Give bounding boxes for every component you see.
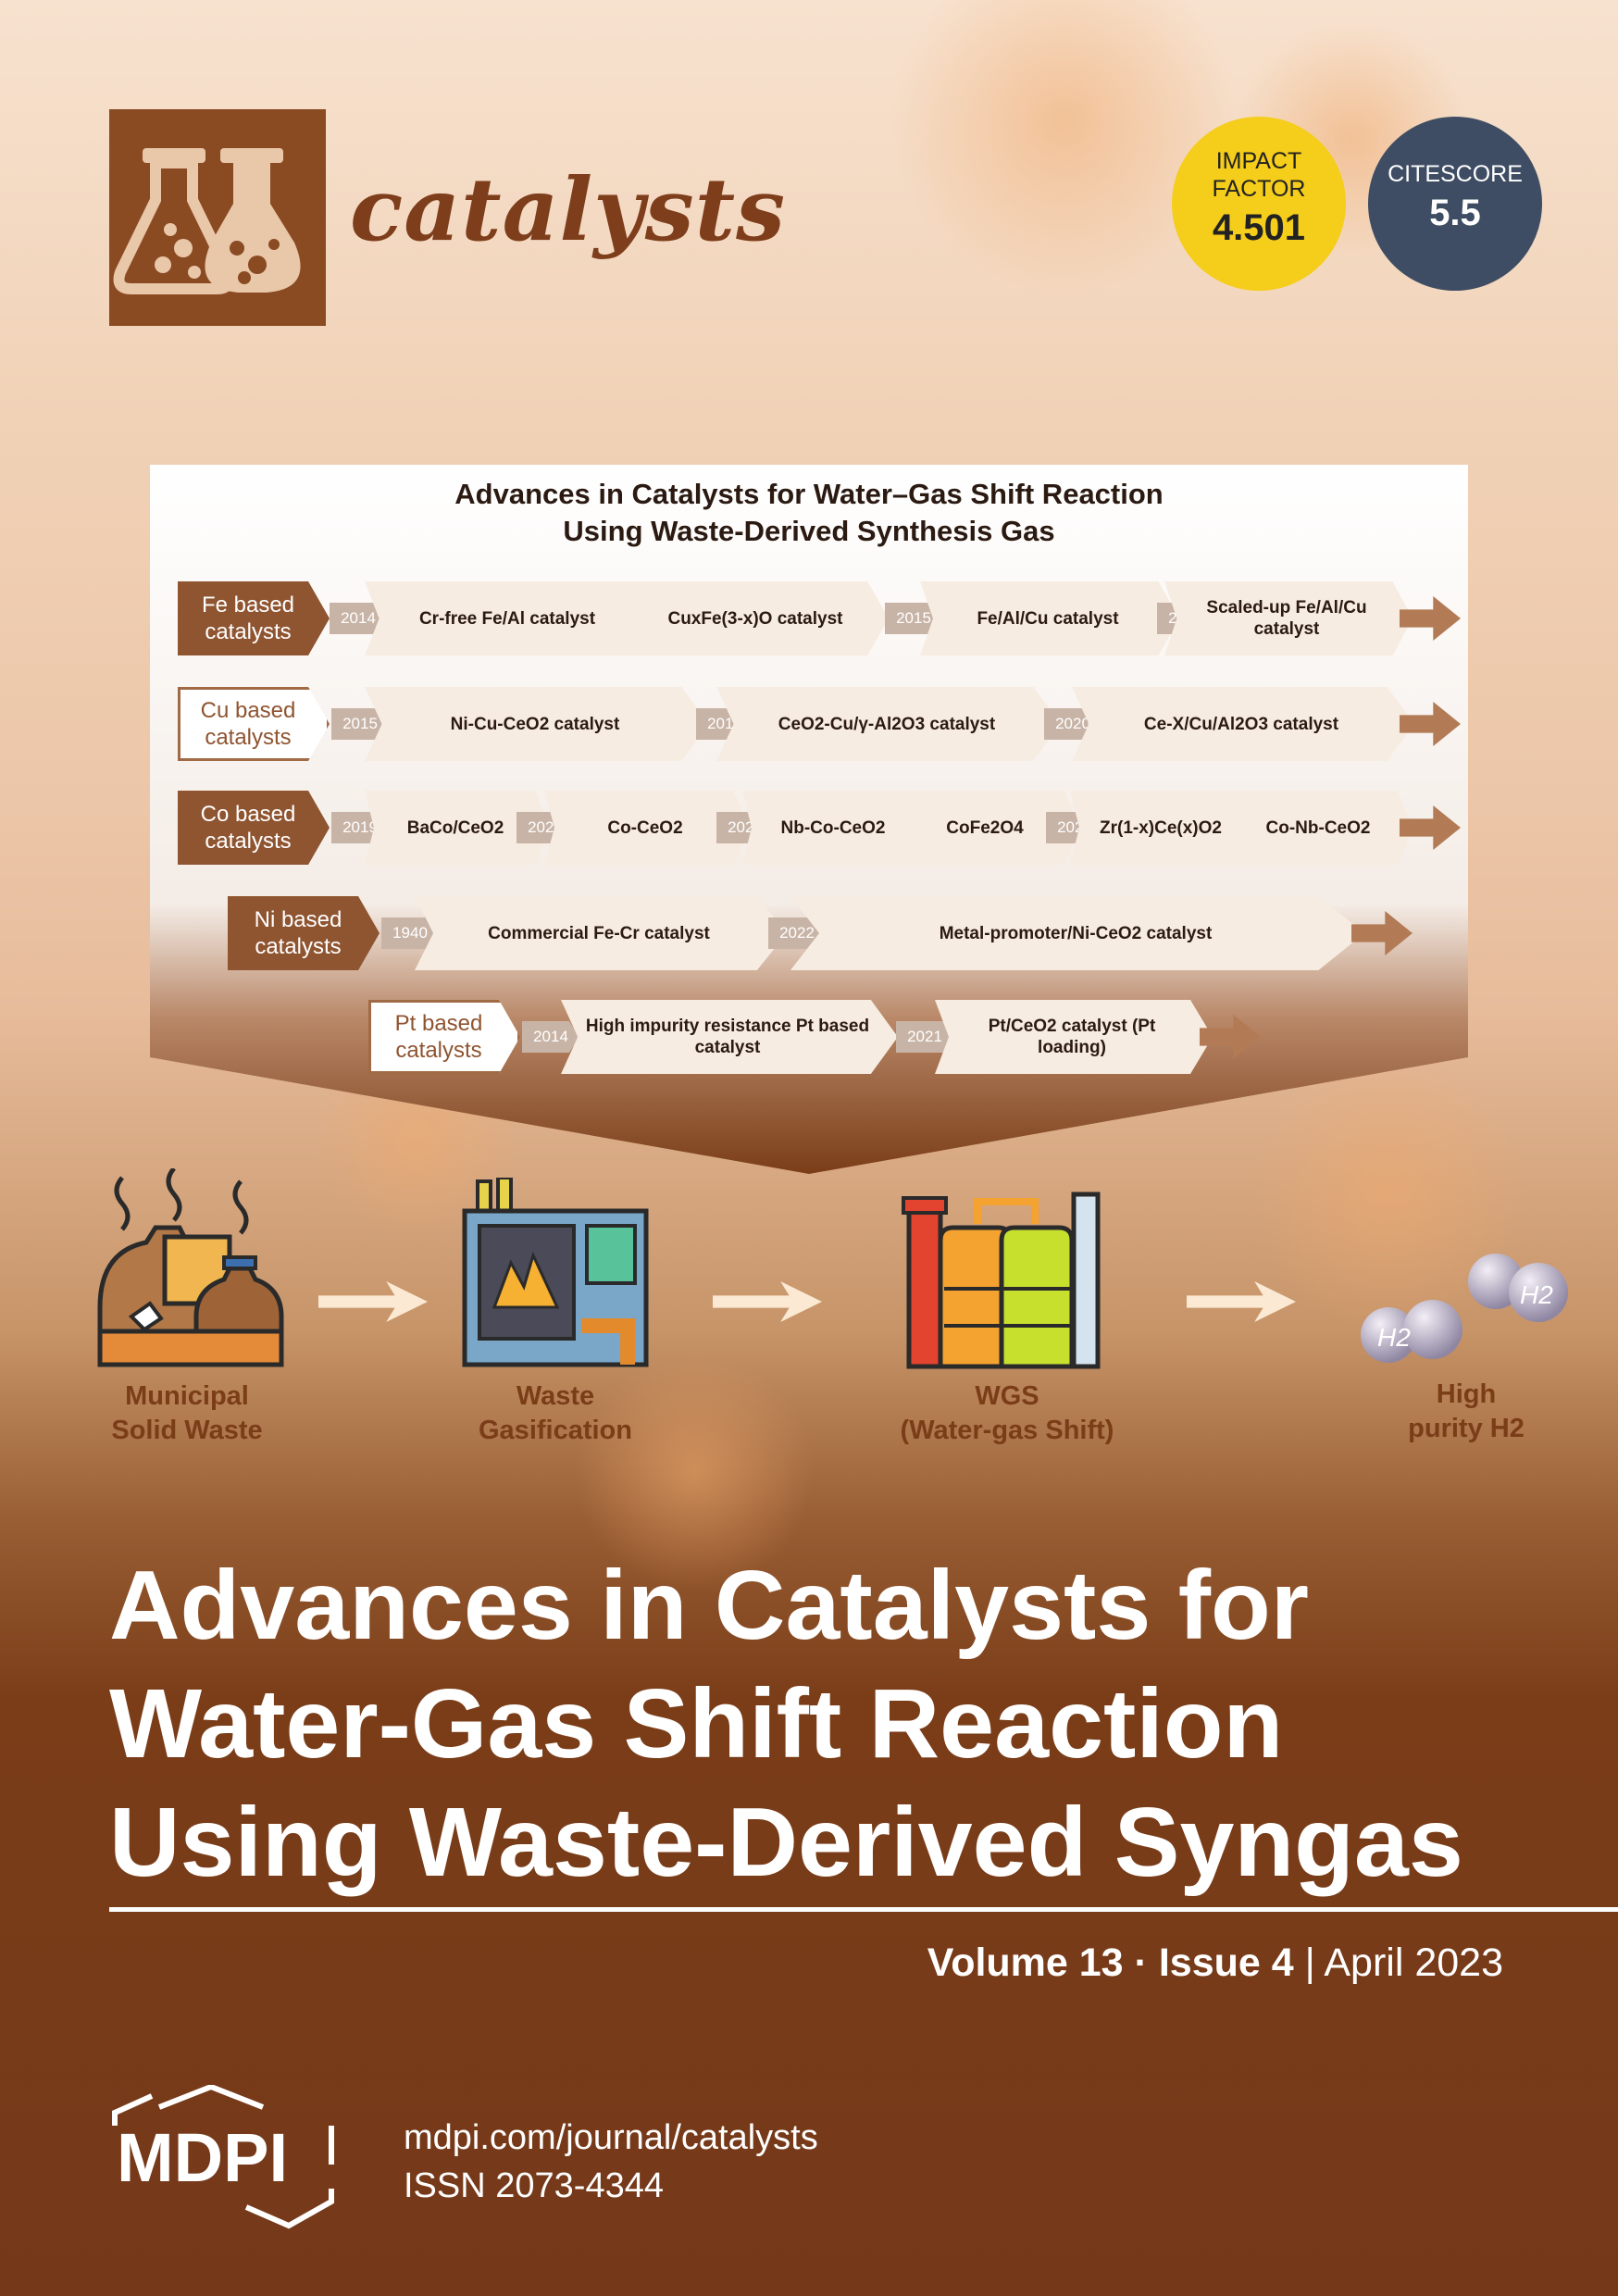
cover-headline: Advances in Catalysts for Water-Gas Shif… [109,1546,1553,1902]
step-label: Fe/Al/Cu catalyst [977,608,1119,629]
mdpi-wordmark: MDPI [117,2119,288,2196]
h2-symbol: H2 [1520,1280,1553,1309]
category-co: Co based catalysts [178,791,330,865]
process-line: Gasification [479,1416,632,1445]
step-label: CoFe2O4 [946,817,1024,838]
citescore-label: CITESCORE [1388,161,1523,187]
step-label: Zr(1-x)Ce(x)O2 [1100,817,1222,838]
timeline-step: Nb-Co-CeO2 [742,791,927,865]
flow-arrow [318,1281,428,1322]
step-label: CeO2-Cu/γ-Al2O3 catalyst [778,714,996,734]
h2-symbol: H2 [1377,1323,1411,1352]
process-line: Waste [516,1381,595,1411]
flow-arrow [713,1281,822,1322]
headline-line: Water-Gas Shift Reaction [109,1669,1284,1778]
timeline-step: Metal-promoter/Ni-CeO2 catalyst [790,896,1364,970]
headline-line: Using Waste-Derived Syngas [109,1788,1463,1897]
process-label-wgs: WGS (Water-gas Shift) [859,1379,1155,1448]
mdpi-logo: MDPI [112,2085,334,2229]
volume: Volume 13 [927,1940,1124,1985]
step-label: Co-Nb-CeO2 [1265,817,1371,838]
divider-rule [109,1907,1618,1912]
issue-info: Volume 13 · Issue 4 | April 2023 [927,1940,1503,1986]
process-line: WGS [975,1381,1039,1411]
separator: · [1123,1940,1159,1985]
process-line: High [1436,1379,1497,1409]
timeline-step: Ce-X/Cu/Al2O3 catalyst [1072,687,1414,761]
citescore-value: 5.5 [1429,193,1481,233]
step-label: Scaled-up Fe/Al/Cu catalyst [1206,598,1367,639]
category-pt: Pt based catalysts [368,1000,520,1074]
timeline-step: Commercial Fe-Cr catalyst [415,896,787,970]
flasks-icon [113,148,301,294]
step-label: BaCo/CeO2 [406,817,504,838]
step-label: High impurity resistance Pt based cataly… [585,1017,870,1057]
process-line: purity H2 [1408,1414,1525,1443]
refinery-icon [902,1192,1101,1369]
step-label: Metal-promoter/Ni-CeO2 catalyst [939,923,1213,943]
timeline-step: Scaled-up Fe/Al/Cu catalyst [1164,581,1413,655]
issue-date: April 2023 [1324,1940,1503,1985]
year-tag: 2021 [896,1021,953,1053]
headline-line: Advances in Catalysts for [109,1551,1310,1660]
journal-logo [109,109,326,326]
hydrogen-molecule-icon: H2 H2 [1361,1254,1568,1363]
step-label: Cr-free Fe/Al catalyst [418,608,596,629]
waste-bags-icon [97,1168,284,1367]
bokeh-light [574,1352,815,1592]
category-cu: Cu based catalysts [178,687,330,761]
category-fe: Fe based catalysts [178,581,330,655]
flow-arrow [1187,1281,1296,1322]
timeline-step: CuxFe(3-x)O catalyst [626,581,889,655]
journal-url[interactable]: mdpi.com/journal/catalysts [404,2118,818,2157]
impact-label-2: FACTOR [1212,176,1306,202]
impact-factor-badge: IMPACT FACTOR 4.501 [1172,117,1346,291]
process-label-msw: Municipal Solid Waste [76,1379,298,1448]
step-label: Ni-Cu-CeO2 catalyst [450,714,620,734]
timeline-step: High impurity resistance Pt based cataly… [561,1000,898,1074]
timeline-step: Co-Nb-CeO2 [1227,791,1413,865]
impact-label-1: IMPACT [1215,148,1302,174]
process-label-gasification: Waste Gasification [444,1379,666,1448]
gasifier-icon [462,1178,649,1367]
process-label-h2: High purity H2 [1355,1378,1577,1446]
category-ni: Ni based catalysts [228,896,380,970]
timeline-step: Co-CeO2 [544,791,750,865]
step-label: CuxFe(3-x)O catalyst [667,608,843,629]
timeline-step: Ni-Cu-CeO2 catalyst [365,687,709,761]
impact-value: 4.501 [1212,207,1306,248]
issue-number: Issue 4 [1158,1940,1294,1985]
step-label: Ce-X/Cu/Al2O3 catalyst [1143,714,1339,734]
timeline-step: Pt/CeO2 catalyst (Pt loading) [935,1000,1213,1074]
journal-name: catalysts [350,159,787,261]
timeline-step: Fe/Al/Cu catalyst [920,581,1179,655]
timeline-step: CeO2-Cu/γ-Al2O3 catalyst [716,687,1061,761]
process-line: Solid Waste [111,1416,263,1445]
process-line: Municipal [125,1381,249,1411]
step-label: Nb-Co-CeO2 [780,817,886,838]
year-tag: 2014 [522,1021,579,1053]
bokeh-light [889,0,1240,296]
issn: ISSN 2073-4344 [404,2166,664,2205]
step-label: Pt/CeO2 catalyst (Pt loading) [988,1017,1156,1057]
infographic-title-line1: Advances in Catalysts for Water–Gas Shif… [454,478,1164,510]
infographic-title-line2: Using Waste-Derived Synthesis Gas [563,515,1055,547]
divider: | [1293,1940,1325,1985]
timeline-step: Cr-free Fe/Al catalyst [365,581,653,655]
graphical-abstract: Advances in Catalysts for Water–Gas Shif… [150,465,1468,1174]
process-line: (Water-gas Shift) [900,1416,1114,1445]
step-label: Commercial Fe-Cr catalyst [488,923,710,943]
citescore-badge: CITESCORE 5.5 [1368,117,1542,291]
step-label: Co-CeO2 [607,817,683,838]
timeline-step: Zr(1-x)Ce(x)O2 [1070,791,1255,865]
